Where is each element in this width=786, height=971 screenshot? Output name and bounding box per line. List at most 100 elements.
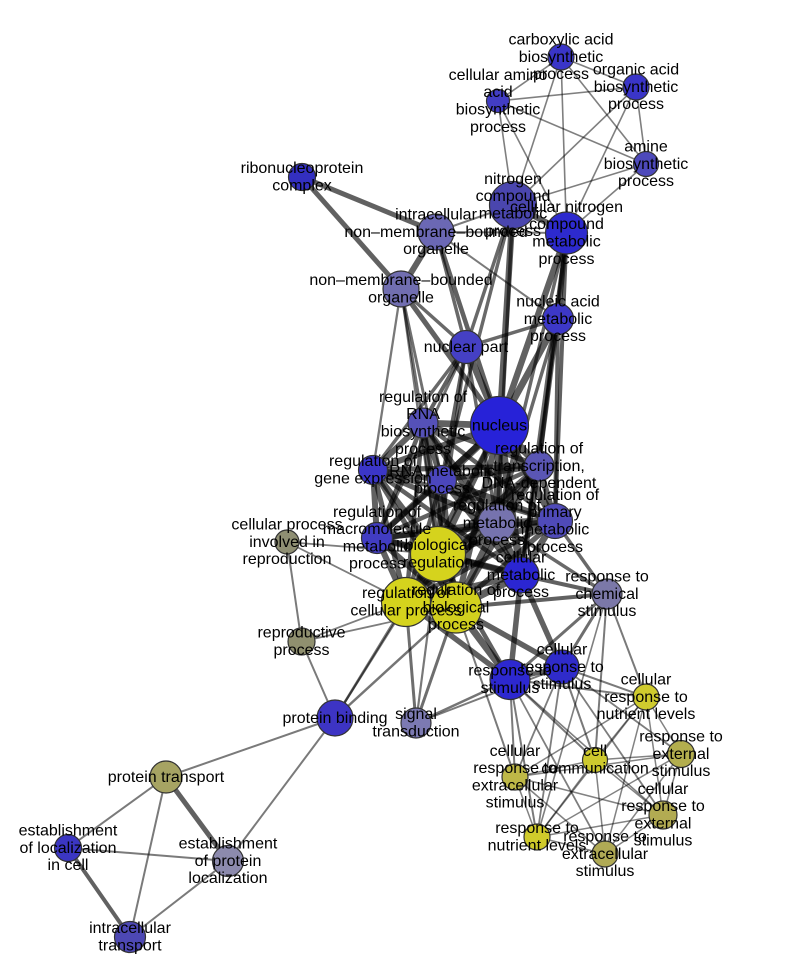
svg-text:regulation of: regulation of bbox=[495, 441, 584, 458]
svg-text:response to: response to bbox=[639, 729, 723, 746]
svg-text:cellular: cellular bbox=[537, 642, 588, 659]
svg-text:biosynthetic: biosynthetic bbox=[594, 79, 679, 96]
svg-text:cellular process: cellular process bbox=[350, 602, 461, 619]
svg-text:intracellular: intracellular bbox=[395, 207, 477, 224]
svg-text:process: process bbox=[414, 481, 470, 498]
svg-text:metabolic: metabolic bbox=[532, 234, 600, 251]
svg-text:process: process bbox=[538, 251, 594, 268]
svg-text:metabolic: metabolic bbox=[521, 522, 589, 539]
svg-text:stimulus: stimulus bbox=[576, 863, 635, 880]
svg-text:ribonucleoprotein: ribonucleoprotein bbox=[241, 160, 364, 177]
svg-text:communication: communication bbox=[541, 760, 649, 777]
svg-text:acid: acid bbox=[483, 84, 512, 101]
svg-text:process: process bbox=[349, 556, 405, 573]
svg-text:regulation of: regulation of bbox=[333, 504, 422, 521]
svg-text:response to: response to bbox=[520, 659, 604, 676]
svg-text:transport: transport bbox=[98, 937, 162, 954]
svg-text:compound: compound bbox=[529, 216, 604, 233]
svg-text:primary: primary bbox=[528, 504, 581, 521]
svg-text:process: process bbox=[527, 539, 583, 556]
svg-text:in cell: in cell bbox=[48, 857, 89, 874]
svg-text:extracellular: extracellular bbox=[472, 777, 559, 794]
svg-text:regulation: regulation bbox=[403, 554, 473, 571]
svg-text:macromolecule: macromolecule bbox=[323, 521, 432, 538]
svg-text:process: process bbox=[493, 584, 549, 601]
svg-text:cellular nitrogen: cellular nitrogen bbox=[510, 199, 623, 216]
svg-text:biological: biological bbox=[405, 537, 472, 554]
svg-text:non–membrane–bounded: non–membrane–bounded bbox=[309, 272, 492, 289]
svg-text:regulation of: regulation of bbox=[379, 389, 468, 406]
svg-text:of protein: of protein bbox=[195, 853, 262, 870]
svg-text:stimulus: stimulus bbox=[481, 680, 540, 697]
svg-text:nuclear part: nuclear part bbox=[424, 339, 509, 356]
svg-text:biosynthetic: biosynthetic bbox=[519, 49, 604, 66]
svg-text:chemical: chemical bbox=[575, 586, 638, 603]
svg-text:cellular: cellular bbox=[638, 781, 689, 798]
svg-text:establishment: establishment bbox=[19, 823, 118, 840]
svg-text:biosynthetic: biosynthetic bbox=[381, 424, 466, 441]
svg-text:regulation of: regulation of bbox=[453, 498, 542, 515]
svg-text:carboxylic acid: carboxylic acid bbox=[509, 32, 614, 49]
svg-text:stimulus: stimulus bbox=[486, 795, 545, 812]
svg-text:cellular: cellular bbox=[496, 550, 547, 567]
svg-text:RNA metabolic: RNA metabolic bbox=[389, 463, 495, 480]
svg-text:gene expression: gene expression bbox=[314, 471, 431, 488]
svg-text:transduction: transduction bbox=[372, 723, 459, 740]
svg-text:response to: response to bbox=[473, 760, 557, 777]
svg-text:involved in: involved in bbox=[249, 534, 325, 551]
svg-text:stimulus: stimulus bbox=[652, 763, 711, 780]
svg-text:process: process bbox=[485, 223, 541, 240]
svg-text:establishment: establishment bbox=[179, 836, 278, 853]
svg-text:organic acid: organic acid bbox=[593, 62, 679, 79]
svg-text:regulation of: regulation of bbox=[329, 453, 418, 470]
svg-text:external: external bbox=[635, 815, 692, 832]
svg-text:metabolic: metabolic bbox=[524, 311, 592, 328]
svg-text:compound: compound bbox=[476, 188, 551, 205]
svg-text:response to: response to bbox=[563, 829, 647, 846]
svg-text:of localization: of localization bbox=[20, 840, 117, 857]
svg-text:non–membrane–bounded: non–membrane–bounded bbox=[344, 224, 527, 241]
svg-text:process: process bbox=[530, 328, 586, 345]
svg-text:response to: response to bbox=[495, 820, 579, 837]
svg-text:transcription,: transcription, bbox=[493, 458, 585, 475]
svg-text:process: process bbox=[618, 173, 674, 190]
svg-text:process: process bbox=[469, 532, 525, 549]
svg-text:stimulus: stimulus bbox=[533, 676, 592, 693]
svg-text:RNA: RNA bbox=[406, 406, 440, 423]
svg-text:biosynthetic: biosynthetic bbox=[456, 101, 541, 118]
svg-text:regulation of: regulation of bbox=[412, 582, 501, 599]
svg-text:metabolic: metabolic bbox=[343, 538, 411, 555]
svg-text:organelle: organelle bbox=[368, 290, 434, 307]
svg-text:metabolic: metabolic bbox=[487, 567, 555, 584]
svg-text:external: external bbox=[653, 746, 710, 763]
svg-text:nutrient levels: nutrient levels bbox=[488, 837, 587, 854]
svg-text:organelle: organelle bbox=[403, 241, 469, 258]
svg-text:response to: response to bbox=[468, 663, 552, 680]
svg-text:process: process bbox=[395, 441, 451, 458]
svg-text:nucleic acid: nucleic acid bbox=[516, 294, 600, 311]
svg-text:process: process bbox=[428, 617, 484, 634]
svg-text:response to: response to bbox=[604, 689, 688, 706]
svg-text:cellular: cellular bbox=[621, 672, 672, 689]
svg-text:nitrogen: nitrogen bbox=[484, 171, 542, 188]
svg-text:regulation of: regulation of bbox=[511, 487, 600, 504]
svg-text:biological: biological bbox=[423, 599, 490, 616]
svg-text:metabolic: metabolic bbox=[463, 515, 531, 532]
svg-text:process: process bbox=[273, 642, 329, 659]
svg-text:process: process bbox=[608, 96, 664, 113]
svg-text:extracellular: extracellular bbox=[562, 846, 649, 863]
svg-text:process: process bbox=[470, 119, 526, 136]
svg-text:protein transport: protein transport bbox=[108, 769, 225, 786]
svg-text:stimulus: stimulus bbox=[634, 833, 693, 850]
svg-text:stimulus: stimulus bbox=[578, 603, 637, 620]
svg-text:cellular: cellular bbox=[490, 743, 541, 760]
svg-text:regulation of: regulation of bbox=[362, 585, 451, 602]
svg-text:cellular process: cellular process bbox=[231, 517, 342, 534]
svg-text:cellular amino: cellular amino bbox=[449, 67, 548, 84]
svg-text:complex: complex bbox=[272, 178, 332, 195]
svg-text:nutrient levels: nutrient levels bbox=[597, 706, 696, 723]
svg-text:signal: signal bbox=[395, 706, 437, 723]
svg-text:biosynthetic: biosynthetic bbox=[604, 156, 689, 173]
svg-text:metabolic: metabolic bbox=[479, 206, 547, 223]
svg-text:amine: amine bbox=[624, 139, 668, 156]
